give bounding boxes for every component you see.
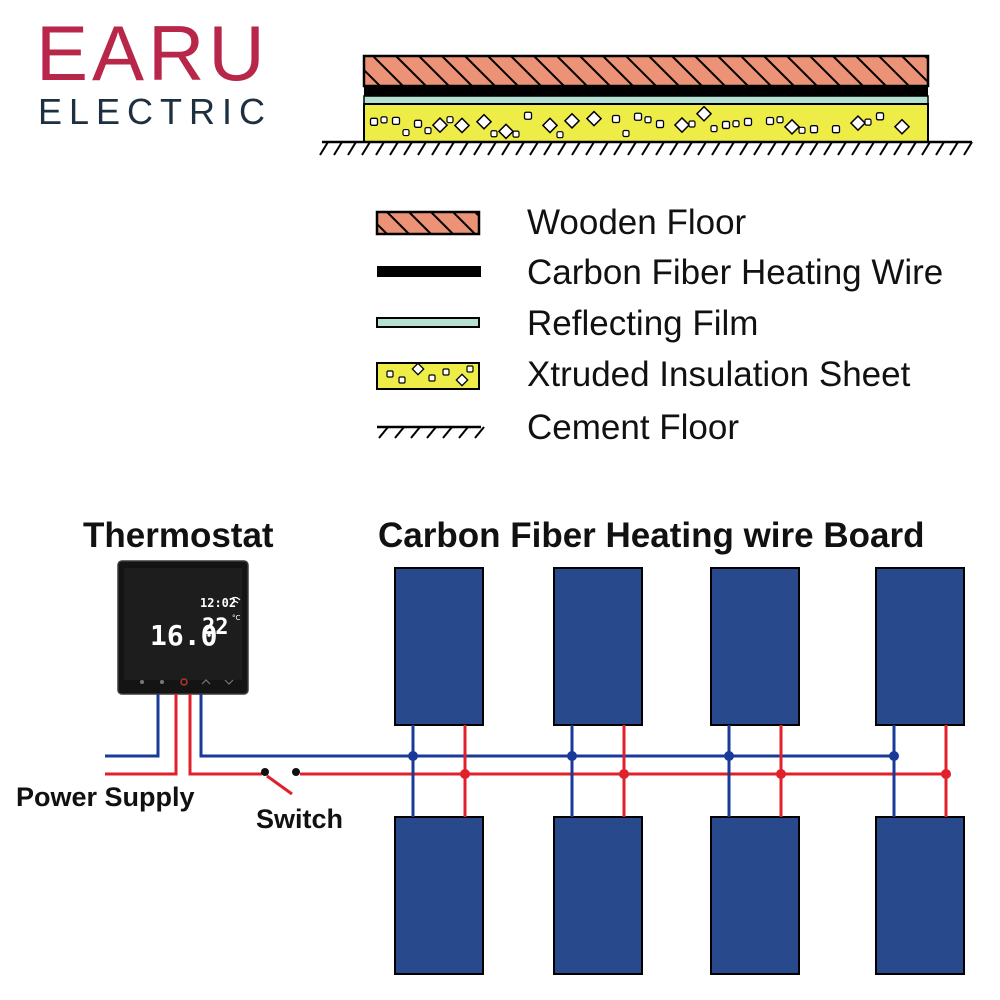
swatch-insulation-sheet bbox=[376, 362, 480, 390]
heating-board bbox=[553, 567, 643, 726]
power-button-icon bbox=[180, 678, 188, 686]
legend-label-reflecting-film: Reflecting Film bbox=[527, 304, 759, 343]
heating-board bbox=[710, 816, 800, 975]
heating-board bbox=[710, 567, 800, 726]
legend-label-cement-floor: Cement Floor bbox=[527, 408, 740, 447]
swatch-heating-wire bbox=[377, 266, 481, 277]
swatch-cement-floor bbox=[377, 425, 485, 439]
heating-boards bbox=[394, 567, 965, 975]
legend-label-wooden-floor: Wooden Floor bbox=[527, 203, 747, 242]
up-button-icon bbox=[201, 679, 211, 685]
floor-cross-section bbox=[319, 54, 973, 156]
power-supply-label: Power Supply bbox=[16, 782, 195, 812]
swatch-wooden-floor bbox=[375, 210, 481, 236]
mode-button-icon bbox=[160, 680, 164, 684]
menu-button-icon bbox=[140, 680, 144, 684]
down-button-icon bbox=[224, 679, 234, 685]
swatch-reflecting-film bbox=[376, 317, 480, 328]
thermostat-title: Thermostat bbox=[83, 516, 274, 555]
board-title: Carbon Fiber Heating wire Board bbox=[378, 516, 925, 555]
legend-swatches bbox=[375, 210, 485, 439]
heating-board bbox=[875, 816, 965, 975]
switch-label: Switch bbox=[256, 804, 344, 834]
heating-board bbox=[553, 816, 643, 975]
brand-logo: EARU bbox=[36, 9, 269, 97]
heating-board bbox=[394, 816, 484, 975]
thermostat-room-temp: 16.0 bbox=[150, 619, 217, 652]
heating-board bbox=[394, 567, 484, 726]
legend-label-heating-wire: Carbon Fiber Heating Wire bbox=[527, 253, 944, 292]
thermostat-unit: °C bbox=[232, 614, 241, 622]
heating-wire-layer bbox=[364, 86, 928, 96]
wifi-icon bbox=[229, 596, 241, 604]
switch-symbol bbox=[261, 768, 300, 796]
thermostat-device: 12:02 16.0 22 °C bbox=[117, 560, 249, 695]
thermostat-clock: 12:02 bbox=[200, 596, 236, 610]
brand-tagline: ELECTRIC bbox=[38, 91, 273, 132]
legend-label-insulation-sheet: Xtruded Insulation Sheet bbox=[527, 355, 911, 394]
wiring-diagram: 12:02 16.0 22 °C bbox=[105, 560, 965, 975]
thermostat-set-temp: 22 bbox=[202, 615, 229, 640]
reflecting-film-layer bbox=[363, 95, 929, 105]
wires bbox=[105, 694, 951, 817]
wood-layer bbox=[362, 54, 930, 88]
heating-board bbox=[875, 567, 965, 726]
